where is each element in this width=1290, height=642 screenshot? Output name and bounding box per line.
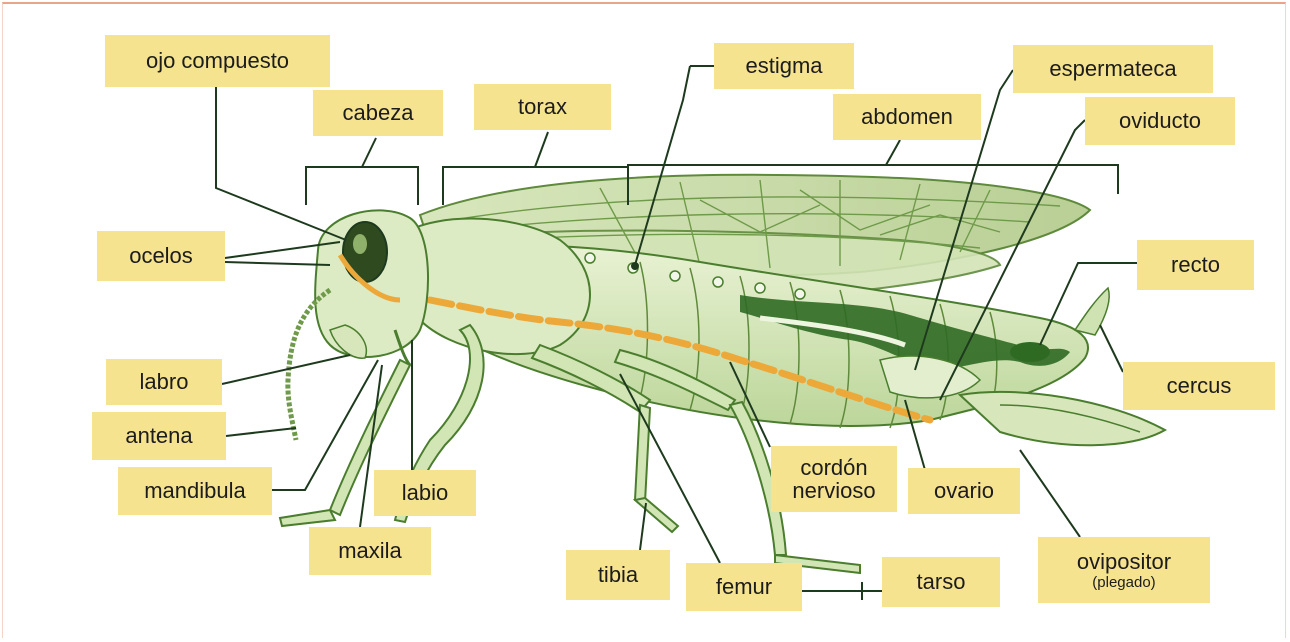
label-ovipositor-main: ovipositor xyxy=(1077,550,1171,573)
label-maxila: maxila xyxy=(309,527,431,575)
label-femur: femur xyxy=(686,563,802,611)
label-ovipositor-sub: (plegado) xyxy=(1092,575,1155,591)
label-ocelos: ocelos xyxy=(97,231,225,281)
label-antena: antena xyxy=(92,412,226,460)
label-cordon-line1: cordón xyxy=(800,456,867,479)
label-estigma: estigma xyxy=(714,43,854,89)
label-espermateca: espermateca xyxy=(1013,45,1213,93)
label-tibia: tibia xyxy=(566,550,670,600)
label-ovipositor: ovipositor (plegado) xyxy=(1038,537,1210,603)
label-abdomen: abdomen xyxy=(833,94,981,140)
label-recto: recto xyxy=(1137,240,1254,290)
label-oviducto: oviducto xyxy=(1085,97,1235,145)
label-ojo-compuesto: ojo compuesto xyxy=(105,35,330,87)
label-cordon-nervioso: cordón nervioso xyxy=(771,446,897,512)
label-ovario: ovario xyxy=(908,468,1020,514)
label-mandibula: mandibula xyxy=(118,467,272,515)
label-cordon-line2: nervioso xyxy=(792,479,875,502)
label-torax: torax xyxy=(474,84,611,130)
label-labio: labio xyxy=(374,470,476,516)
insect-head xyxy=(288,210,428,440)
label-cercus: cercus xyxy=(1123,362,1275,410)
label-cabeza: cabeza xyxy=(313,90,443,136)
label-tarso: tarso xyxy=(882,557,1000,607)
label-labro: labro xyxy=(106,359,222,405)
